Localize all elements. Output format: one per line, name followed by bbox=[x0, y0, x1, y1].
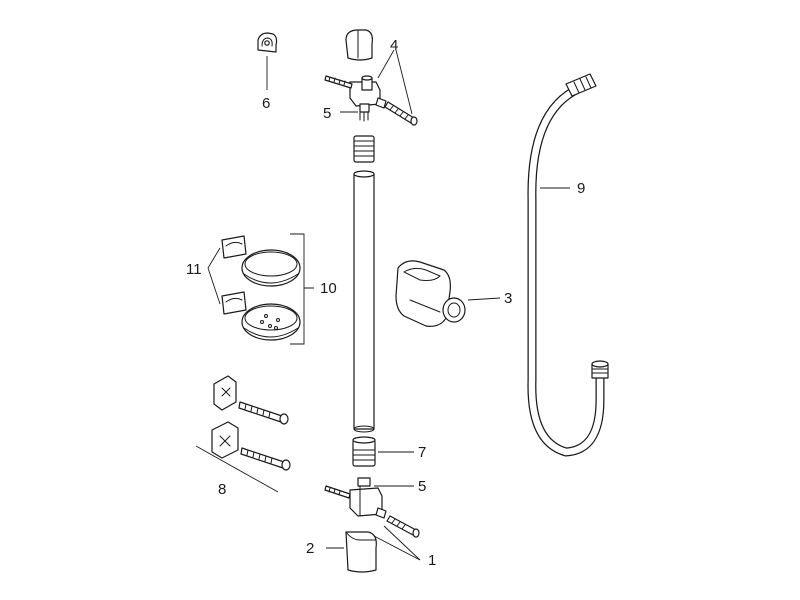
callout-9: 9 bbox=[577, 180, 585, 197]
part-10-soap-dishes bbox=[241, 249, 301, 341]
part-3-slider bbox=[395, 260, 466, 327]
wall-rail bbox=[353, 170, 375, 433]
callout-1: 1 bbox=[428, 552, 436, 569]
part-6-end-cap bbox=[257, 32, 278, 53]
callout-3: 3 bbox=[504, 290, 512, 307]
part-11-clips bbox=[221, 235, 247, 315]
callout-5-top: 5 bbox=[323, 105, 331, 122]
part-7-lower-spring bbox=[352, 436, 376, 467]
callout-4: 4 bbox=[390, 37, 398, 54]
leader-lines bbox=[195, 49, 570, 561]
callout-11: 11 bbox=[186, 261, 202, 278]
part-5-top-spring bbox=[353, 135, 375, 163]
top-wall-bracket bbox=[345, 29, 381, 122]
callout-8: 8 bbox=[218, 481, 226, 498]
part-2-bottom-cap bbox=[345, 531, 377, 573]
callout-7: 7 bbox=[418, 444, 426, 461]
part-9-hose bbox=[527, 73, 609, 457]
part-4-top-screws bbox=[324, 75, 418, 126]
callout-2: 2 bbox=[306, 540, 314, 557]
lower-bracket bbox=[324, 477, 420, 538]
callout-6: 6 bbox=[262, 95, 270, 112]
callout-5-bottom: 5 bbox=[418, 478, 426, 495]
callout-10: 10 bbox=[320, 280, 337, 297]
part-8-anchors bbox=[211, 375, 291, 471]
